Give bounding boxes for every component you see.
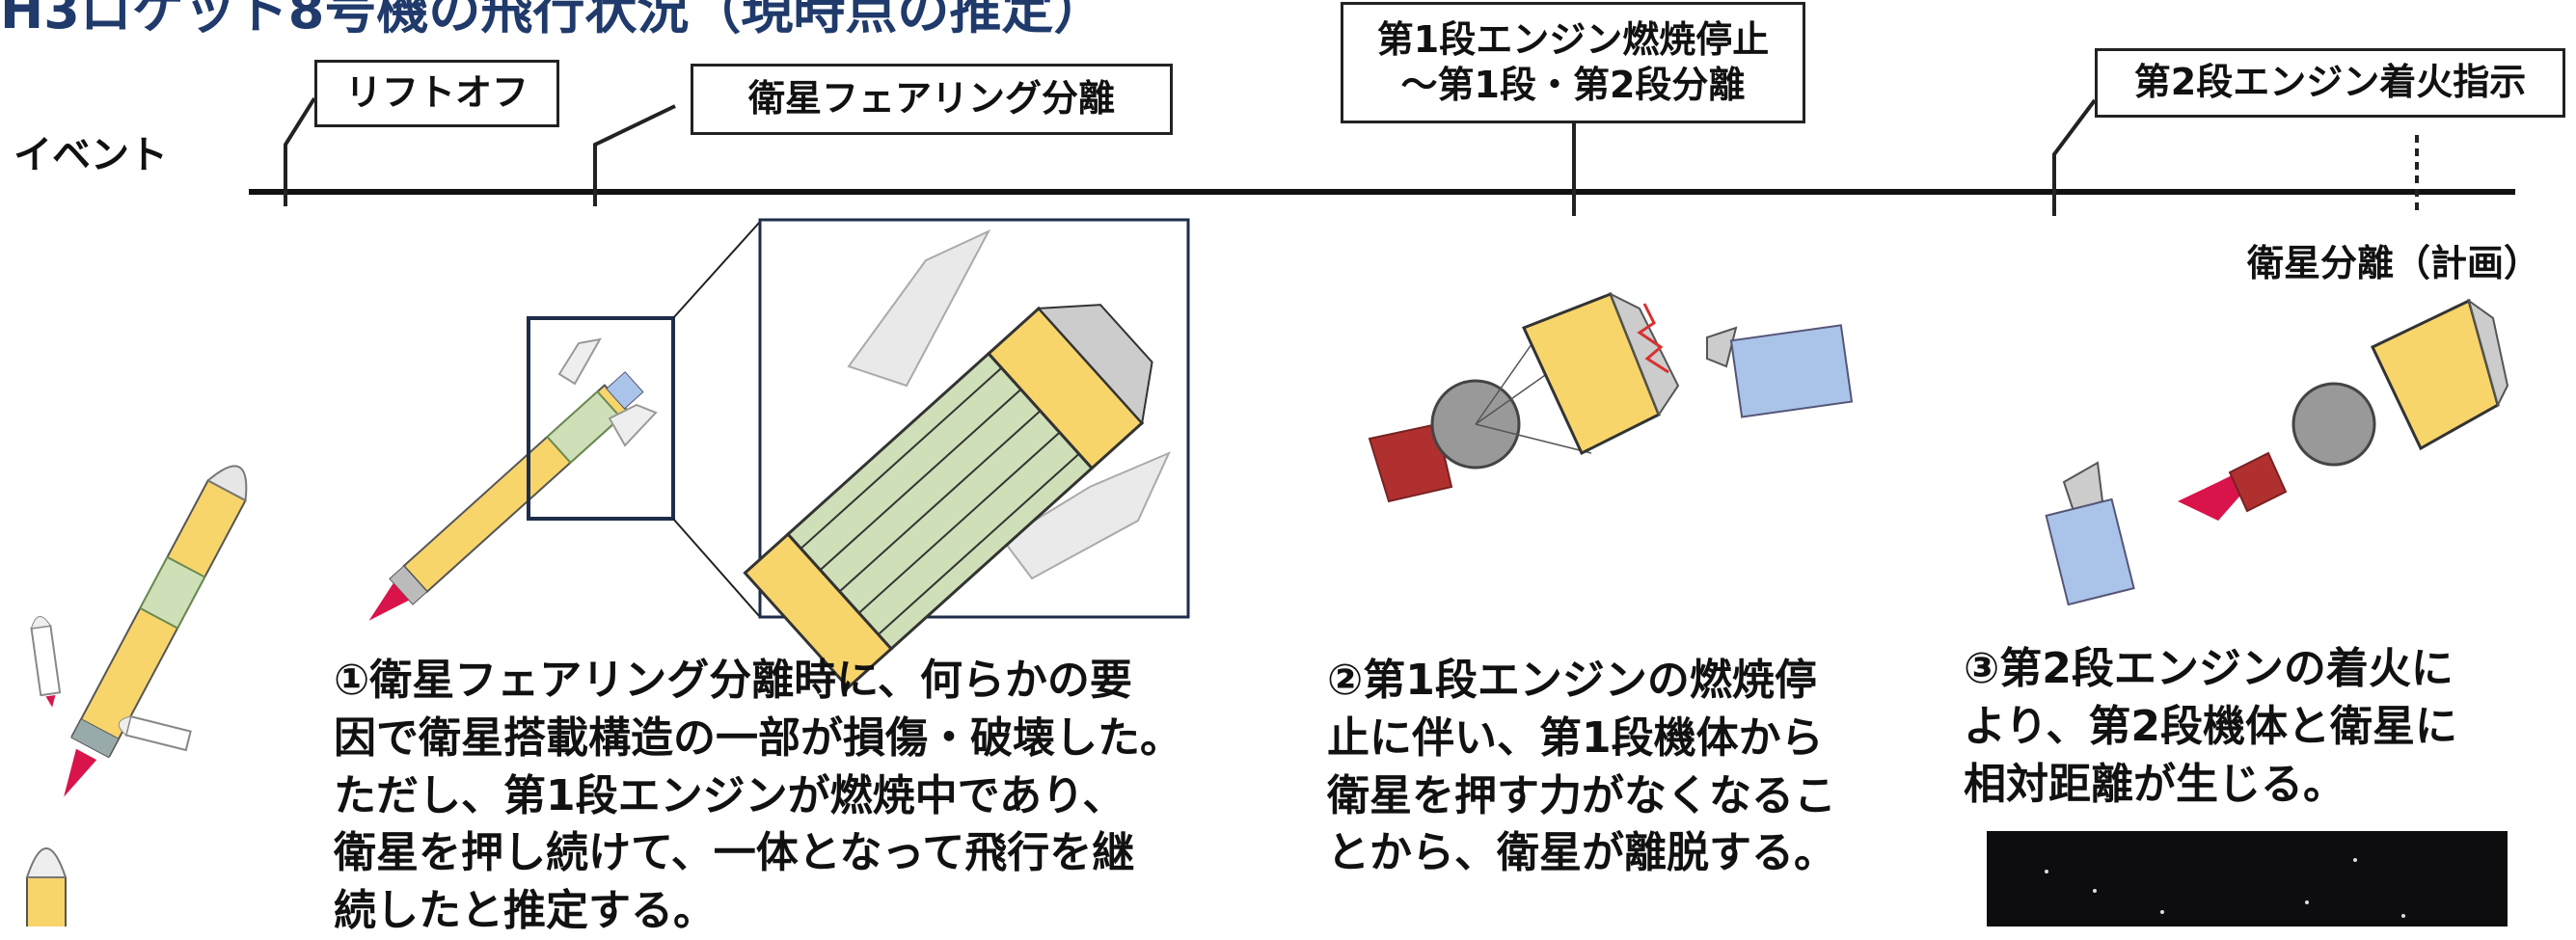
- srb-left: [30, 616, 62, 708]
- description-1-line: 因で衛星搭載構造の一部が損傷・破壊した。: [334, 712, 1182, 763]
- liftoff-leader: [284, 96, 316, 206]
- description-3-line: ③第2段エンジンの着火に: [1964, 644, 2454, 693]
- description-1-line: 続したと推定する。: [334, 886, 716, 936]
- description-2-line: 衛星を押す力がなくなるこ: [1327, 770, 1836, 820]
- description-1-line: ただし、第1段エンジンが燃焼中であり、: [334, 770, 1125, 820]
- event-ignition-box: 第2段エンジン着火指示: [2095, 48, 2565, 118]
- onboard-camera-photo: [1987, 831, 2508, 927]
- description-3-line: より、第2段機体と衛星に: [1964, 701, 2457, 751]
- zoom-inset: [743, 218, 1190, 690]
- description-2-line: とから、衛星が離脱する。: [1327, 828, 1836, 878]
- srb-right: [118, 714, 192, 752]
- description-1: ①衛星フェアリング分離時に、何らかの要 因で衛星搭載構造の一部が損傷・破壊した。…: [334, 652, 1182, 940]
- event-liftoff-box: リフトオフ: [314, 60, 559, 127]
- event-meco-line1: 第1段エンジン燃焼停止: [1376, 17, 1770, 61]
- description-3-line: 相対距離が生じる。: [1964, 759, 2346, 809]
- description-3: ③第2段エンジンの着火に より、第2段機体と衛星に 相対距離が生じる。: [1964, 640, 2457, 813]
- rocket-lower-partial: [25, 847, 68, 927]
- rocket-liftoff: [64, 465, 248, 797]
- event-axis-label: イベント: [14, 133, 168, 177]
- description-2-line: ②第1段エンジンの燃焼停: [1327, 656, 1817, 705]
- timeline-axis: [249, 189, 2515, 195]
- event-sat-sep-planned: 衛星分離（計画）: [2247, 242, 2541, 284]
- description-2: ②第1段エンジンの燃焼停 止に伴い、第1段機体から 衛星を押す力がなくなるこ と…: [1327, 652, 1836, 882]
- rocket-stage1-sep: [1368, 291, 1854, 503]
- fairing-leader: [593, 104, 676, 206]
- fairing-half-small-2: [608, 403, 658, 447]
- description-2-line: 止に伴い、第1段機体から: [1327, 712, 1824, 763]
- rocket-second-ignition: [2045, 298, 2509, 606]
- event-meco-line2: 〜第1段・第2段分離: [1400, 64, 1746, 106]
- event-meco-box: 第1段エンジン燃焼停止 〜第1段・第2段分離: [1341, 2, 1805, 123]
- page-title: H3ロケット8号機の飛行状況（現時点の推定）: [0, 0, 1106, 40]
- rocket-fairing-sep: [368, 371, 644, 621]
- description-1-line: ①衛星フェアリング分離時に、何らかの要: [334, 656, 1132, 705]
- zoom-frame-small: [527, 316, 675, 521]
- event-fairing-sep-box: 衛星フェアリング分離: [691, 64, 1173, 135]
- ignition-leader: [2052, 98, 2097, 216]
- fairing-half-small-1: [557, 337, 602, 386]
- description-1-line: 衛星を押し続けて、一体となって飛行を継: [334, 828, 1135, 878]
